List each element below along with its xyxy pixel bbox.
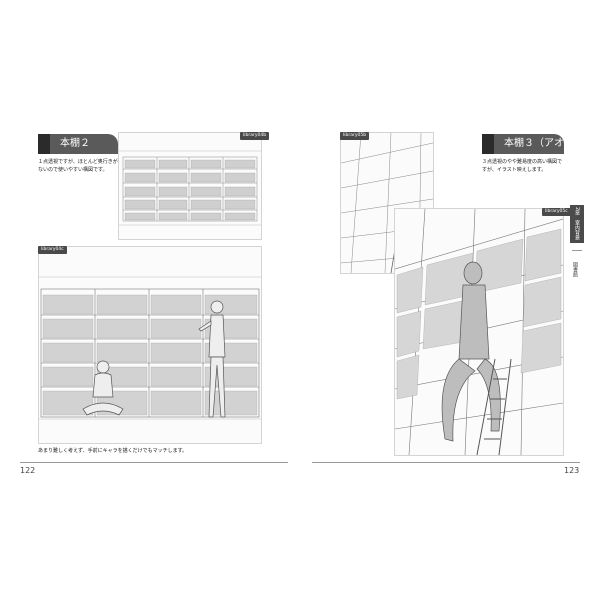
- left-page: 本棚２ １点透視ですが、ほとんど奥行きがないので使いやすい構図です。: [20, 132, 288, 475]
- caption-top-left: １点透視ですが、ほとんど奥行きがないので使いやすい構図です。: [38, 159, 118, 173]
- chapter-side-tab: 2章 室内背景: [570, 205, 584, 243]
- seated-figure: [441, 261, 501, 442]
- heading-text: 本棚２: [60, 138, 90, 149]
- ladder-large-drawing: [395, 209, 563, 455]
- side-tab-divider: [572, 250, 582, 251]
- bottom-rule-left: [20, 462, 288, 463]
- illustration-tag-top-right: library05b: [340, 132, 370, 140]
- ladder-large: [476, 358, 512, 455]
- heading-text: 本棚３（アオリ）: [504, 138, 564, 169]
- section-heading-right: 本棚３（アオリ）: [482, 134, 564, 169]
- standing-figure: [198, 300, 226, 418]
- bookshelf-small-drawing: [119, 133, 261, 239]
- heading-accent-bar: [38, 134, 50, 154]
- bookshelf-large-drawing: [39, 247, 261, 443]
- bottom-rule-right: [312, 462, 580, 463]
- illustration-bookshelf-small: [118, 132, 262, 240]
- sitting-figure: [82, 360, 124, 416]
- illustration-tag-main-right: library05c: [542, 208, 571, 216]
- heading-accent-bar: [482, 134, 494, 154]
- illustration-ladder-large: [394, 208, 564, 456]
- caption-bottom-left: あまり難しく考えず、手前にキャラを描くだけでもマッチします。: [38, 448, 188, 454]
- right-page: library05b 本棚３（アオリ） ３点透視のやや難易度の高い構図ですが、イ…: [300, 0, 600, 600]
- illustration-tag-top-left: library04b: [240, 132, 270, 140]
- illustration-bookshelf-large: [38, 246, 262, 444]
- section-heading-left: 本棚２: [38, 134, 118, 154]
- page-number-left: 122: [20, 466, 36, 475]
- caption-top-right: ３点透視のやや難易度の高い構図ですが、イラスト映えします。: [482, 159, 563, 173]
- page-number-right: 123: [564, 466, 580, 475]
- illustration-tag-bottom-left: library04c: [38, 246, 67, 254]
- chapter-side-label: 図書館: [572, 262, 578, 277]
